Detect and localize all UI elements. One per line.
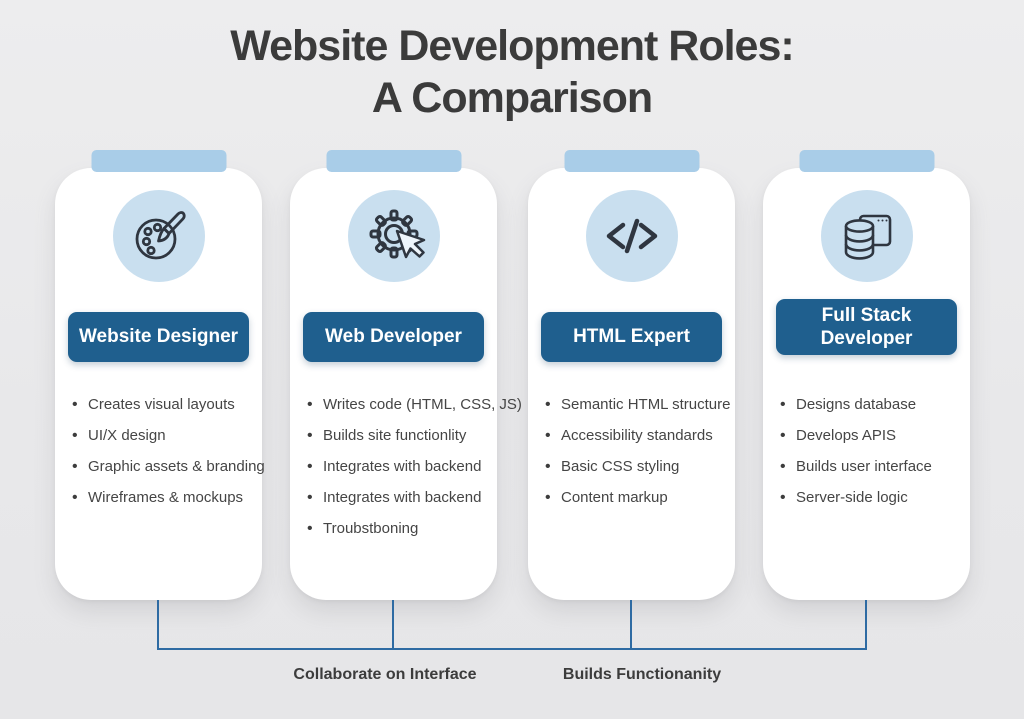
role-badge-label: Website Designer	[78, 326, 239, 348]
bullet-item: Semantic HTML structure	[542, 389, 735, 420]
role-badge-label: Web Developer	[325, 326, 462, 348]
bullet-item: Basic CSS styling	[542, 451, 735, 482]
page-title-line1: Website Development Roles:	[230, 22, 794, 70]
bullet-item: Wireframes & mockups	[69, 482, 262, 513]
bullet-item: Content markup	[542, 482, 735, 513]
role-badge-label: HTML Expert	[573, 326, 690, 348]
bullet-list: Creates visual layoutsUI/X designGraphic…	[69, 389, 265, 513]
bullet-list: Semantic HTML structureAccessibility sta…	[542, 389, 735, 513]
bullet-item: Integrates with backend	[304, 482, 497, 513]
role-badge: Full Stack Developer	[776, 299, 957, 356]
bullet-item: Designs database	[777, 389, 970, 420]
database-window-icon	[820, 190, 913, 282]
bullet-item: Accessibility standards	[542, 420, 735, 451]
bullet-item: Integrates with backend	[304, 451, 497, 482]
gear-cursor-icon	[347, 190, 440, 282]
role-badge: Web Developer	[303, 312, 484, 362]
bullet-item: Builds user interface	[777, 451, 970, 482]
bullet-item: Develops APIS	[777, 420, 970, 451]
role-card-html-expert: HTML Expert Semantic HTML structureAcces…	[528, 150, 735, 600]
connector-line-horizontal	[157, 648, 867, 650]
code-icon	[585, 190, 678, 282]
bullet-item: Builds site functionlity	[304, 420, 497, 451]
role-badge: Website Designer	[68, 312, 249, 362]
role-card-full-stack-developer: Full Stack Developer Designs databaseDev…	[763, 150, 970, 600]
role-card-website-designer: Website Designer Creates visual layoutsU…	[55, 150, 265, 600]
page-title-line2: A Comparison	[371, 74, 653, 123]
connector-line-card1	[157, 600, 159, 650]
role-badge-label: Full Stack Developer	[820, 305, 913, 350]
card-top-tab	[799, 150, 934, 172]
connector-line-card4	[865, 600, 867, 650]
role-badge: HTML Expert	[541, 312, 722, 362]
role-card-web-developer: Web Developer Writes code (HTML, CSS, JS…	[290, 150, 522, 600]
connector-line-card3	[630, 600, 632, 650]
palette-icon	[112, 190, 205, 282]
bullet-list: Designs databaseDevelops APISBuilds user…	[777, 389, 970, 513]
footer-label-collaborate: Collaborate on Interface	[293, 666, 477, 683]
bullet-item: Graphic assets & branding	[69, 451, 265, 482]
bullet-item: UI/X design	[69, 420, 262, 451]
card-top-tab	[91, 150, 226, 172]
footer-label-builds: Builds Functionanity	[562, 666, 722, 683]
bullet-item: Writes code (HTML, CSS, JS)	[304, 389, 522, 420]
bullet-item: Server-side logic	[777, 482, 970, 513]
page-title: Website Development Roles: A Comparison	[0, 20, 1024, 125]
card-top-tab	[326, 150, 461, 172]
bullet-item: Creates visual layouts	[69, 389, 262, 420]
bullet-item: Troubstboning	[304, 513, 497, 544]
bullet-list: Writes code (HTML, CSS, JS)Builds site f…	[304, 389, 522, 544]
card-top-tab	[564, 150, 699, 172]
connector-line-card2	[392, 600, 394, 650]
